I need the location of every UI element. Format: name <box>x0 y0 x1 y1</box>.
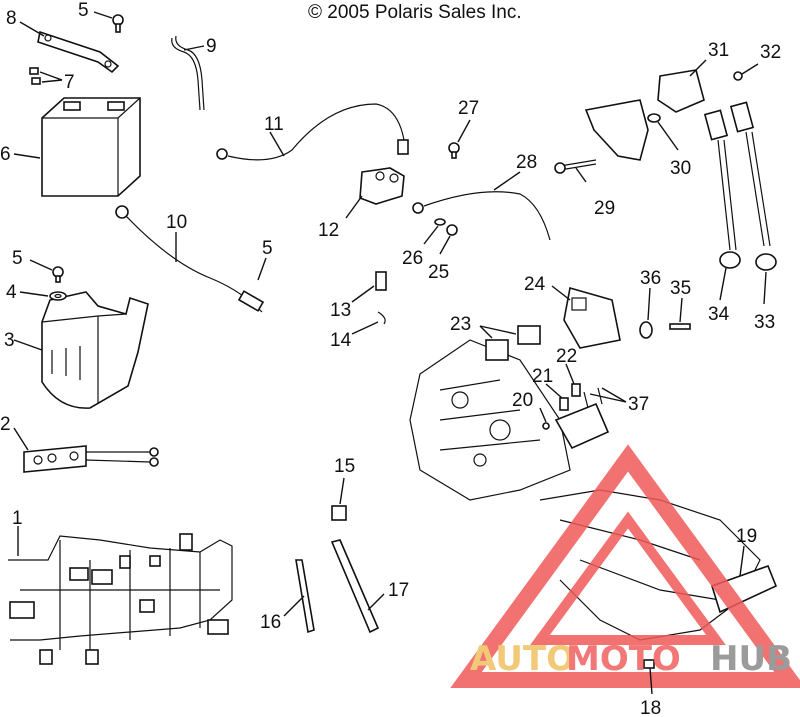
callout-9: 9 <box>206 36 217 57</box>
starter-solenoid <box>359 167 405 205</box>
callout-11: 11 <box>264 114 284 135</box>
screw-35-icon <box>669 323 691 330</box>
washer-icon <box>49 291 67 301</box>
relay-23b <box>517 325 541 345</box>
fuse-22 <box>571 383 581 397</box>
battery-hold-down-bracket <box>37 30 120 74</box>
bolt-27-icon <box>448 142 460 159</box>
wiring-harness <box>8 533 233 665</box>
callout-labels: 8 5 7 6 9 11 10 5 5 4 3 2 1 12 13 14 27 … <box>0 0 781 717</box>
callout-32: 32 <box>760 42 781 63</box>
battery <box>41 97 141 197</box>
callout-24: 24 <box>524 274 546 295</box>
callout-30: 30 <box>670 158 691 179</box>
battery-cable-11 <box>216 103 409 161</box>
clip-14 <box>377 311 386 325</box>
copyright-text: © 2005 Polaris Sales Inc. <box>308 2 522 23</box>
ground-cable-28 <box>412 191 551 241</box>
callout-3: 3 <box>4 330 15 351</box>
terminal-18 <box>643 659 655 669</box>
callout-7: 7 <box>64 72 75 93</box>
watermark-auto: AUTO <box>470 639 575 679</box>
watermark-triangle <box>450 444 800 688</box>
screw-32-icon <box>733 71 743 81</box>
callout-26: 26 <box>402 248 423 269</box>
relay-23a <box>485 339 509 361</box>
fuse-21 <box>559 397 569 411</box>
callout-15: 15 <box>334 456 355 477</box>
battery-box <box>41 291 149 409</box>
bolt-icon <box>112 14 124 33</box>
washer-26-icon <box>434 218 446 226</box>
circuit-breaker-13 <box>375 271 387 291</box>
ecu-module-24 <box>563 286 621 349</box>
cable-tie-16 <box>295 559 315 634</box>
callout-37: 37 <box>628 394 649 415</box>
callout-28: 28 <box>516 152 537 173</box>
callout-13: 13 <box>330 300 351 321</box>
callout-5-top: 5 <box>78 0 89 21</box>
callout-4: 4 <box>6 282 17 303</box>
callout-14: 14 <box>330 330 352 351</box>
callout-5-mid: 5 <box>262 238 273 259</box>
connector-15 <box>331 505 347 521</box>
callout-33: 33 <box>754 312 775 333</box>
spark-plug-wire-34 <box>703 109 741 269</box>
battery-terminal-bolts-icon <box>29 67 41 85</box>
callout-8: 8 <box>6 8 17 29</box>
clamp-36 <box>639 321 653 339</box>
watermark-logo: AUTO MOTO HUB <box>450 444 800 688</box>
leader-lines <box>13 11 767 695</box>
harness-routing <box>539 489 761 641</box>
callout-18: 18 <box>640 698 661 717</box>
fuse-box-37 <box>554 387 610 450</box>
coil-fitting-30 <box>647 113 661 123</box>
engine-block <box>409 339 571 501</box>
spark-plug-wire-33 <box>729 101 777 271</box>
fuse-holder-cable <box>23 445 159 473</box>
callout-31: 31 <box>708 40 729 61</box>
nut-icon <box>446 224 458 236</box>
watermark-hub: HUB <box>710 639 792 679</box>
callout-2: 2 <box>0 414 11 435</box>
callout-10: 10 <box>166 212 187 233</box>
callout-1: 1 <box>12 508 23 529</box>
callout-22: 22 <box>556 346 577 367</box>
screw-20-icon <box>542 422 550 430</box>
callout-34: 34 <box>708 304 730 325</box>
watermark-moto: MOTO <box>566 639 681 679</box>
bolt-29-icon <box>554 159 597 174</box>
battery-cable-9 <box>171 35 205 111</box>
cable-tie-17 <box>330 539 380 634</box>
callout-25: 25 <box>428 262 449 283</box>
ignition-coil-31 <box>657 69 705 113</box>
callout-5-left: 5 <box>12 248 23 269</box>
callout-36: 36 <box>640 268 661 289</box>
callout-16: 16 <box>260 612 281 633</box>
ignition-coil-bracket <box>584 99 649 161</box>
callout-17: 17 <box>388 580 409 601</box>
battery-cable-10 <box>115 205 265 313</box>
callout-29: 29 <box>594 198 615 219</box>
callout-35: 35 <box>670 278 691 299</box>
callout-20: 20 <box>512 390 533 411</box>
callout-27: 27 <box>458 98 479 119</box>
screw-icon <box>52 266 64 283</box>
callout-12: 12 <box>318 220 339 241</box>
callout-19: 19 <box>736 526 757 547</box>
callout-6: 6 <box>0 144 11 165</box>
callout-21: 21 <box>532 366 553 387</box>
callout-23: 23 <box>450 314 471 335</box>
